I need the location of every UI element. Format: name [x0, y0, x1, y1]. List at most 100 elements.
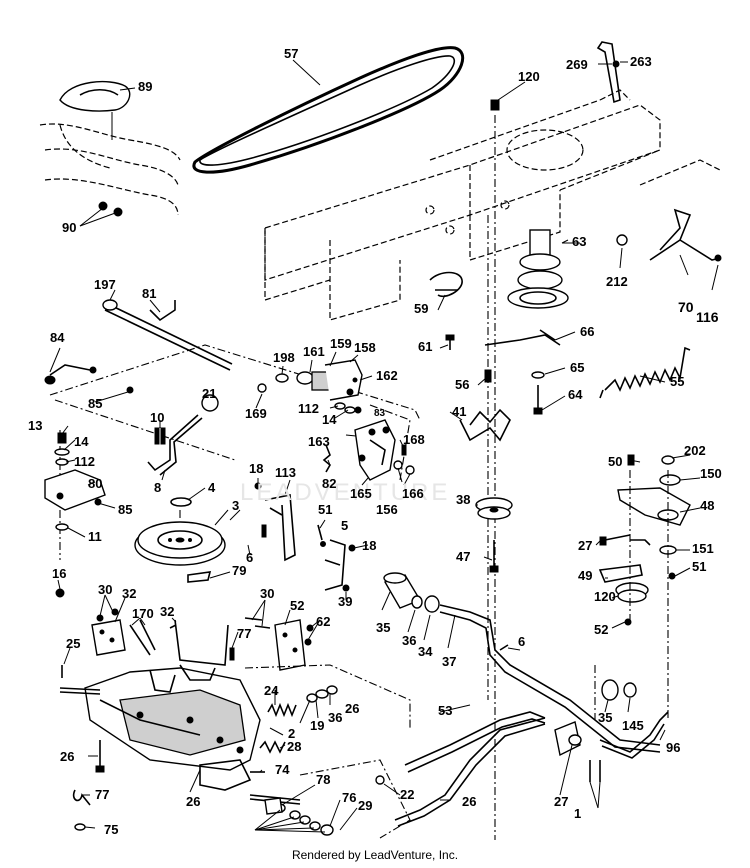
part-label: 65: [570, 360, 584, 375]
part-label: 163: [308, 434, 330, 449]
part-label: 26: [186, 794, 200, 809]
part-labels: 57 89 120 269 263 90 63 212 70 116 197 8…: [28, 46, 722, 837]
part-label: 27: [554, 794, 568, 809]
part-label: 166: [402, 486, 424, 501]
part-label: 28: [287, 739, 301, 754]
spring-82: [322, 444, 332, 473]
part-label: 64: [568, 387, 583, 402]
washer-26: [74, 823, 86, 831]
part-label: 59: [414, 301, 428, 316]
part-label: 6: [518, 634, 525, 649]
pivot-assembly: [257, 359, 363, 401]
fasteners-166: [393, 444, 415, 475]
footer-credit: Rendered by LeadVenture, Inc.: [291, 848, 459, 862]
part-label: 83: [374, 408, 386, 419]
part-label: 80: [88, 476, 102, 491]
part-label: 51: [318, 502, 332, 517]
part-label: 35: [598, 710, 612, 725]
part-label: 81: [142, 286, 156, 301]
part-label: 212: [606, 274, 628, 289]
part-label: 74: [275, 762, 290, 777]
part-label: 14: [322, 412, 337, 427]
part-label: 5: [341, 518, 348, 533]
part-label: 70: [678, 299, 694, 315]
brake-lever: [596, 41, 628, 104]
spacer-74: [264, 797, 283, 815]
part-label: 168: [403, 432, 425, 447]
part-label: 77: [95, 787, 109, 802]
part-label: 48: [700, 498, 714, 513]
part-label: 30: [260, 586, 274, 601]
washer-35: [411, 595, 423, 609]
part-label: 82: [322, 476, 336, 491]
part-label: 150: [700, 466, 722, 481]
drive-belt: [192, 46, 465, 174]
part-label: 21: [202, 386, 216, 401]
clip-59: [429, 271, 463, 298]
part-label: 162: [376, 368, 398, 383]
part-label: 49: [578, 568, 592, 583]
part-label: 269: [566, 57, 588, 72]
link-84: [44, 364, 97, 385]
washer-65: [531, 371, 545, 379]
part-label: 32: [160, 604, 174, 619]
part-label: 169: [245, 406, 267, 421]
washer-36: [424, 595, 440, 613]
part-label: 32: [122, 586, 136, 601]
engine-pulley: [487, 99, 569, 840]
part-label: 151: [692, 541, 714, 556]
part-label: 3: [232, 498, 239, 513]
part-label: 263: [630, 54, 652, 69]
part-label: 51: [692, 559, 706, 574]
leader-lines: [49, 59, 719, 833]
part-label: 56: [455, 377, 469, 392]
bracket-26: [554, 721, 601, 782]
part-label: 63: [572, 234, 586, 249]
part-label: 55: [670, 374, 684, 389]
seat-bolts: [79, 201, 123, 227]
part-label: 22: [400, 787, 414, 802]
part-label: 34: [418, 644, 433, 659]
part-label: 161: [303, 344, 325, 359]
part-label: 202: [684, 443, 706, 458]
clip-29: [375, 775, 385, 785]
reference-box-75: [299, 759, 411, 839]
part-label: 75: [104, 822, 118, 837]
part-label: 36: [402, 633, 416, 648]
part-label: 8: [154, 480, 161, 495]
pin-96: [72, 789, 91, 806]
bracket-170: [169, 619, 229, 666]
part-label: 197: [94, 277, 116, 292]
part-label: 11: [88, 529, 102, 544]
rod-53: [599, 711, 669, 759]
spring-2: [259, 740, 286, 754]
part-label: 120: [518, 69, 540, 84]
part-label: 24: [264, 683, 279, 698]
brake-rod-34: [439, 604, 661, 753]
washer-35-right: [623, 682, 637, 698]
part-label: 25: [66, 636, 80, 651]
part-label: 53: [438, 703, 452, 718]
key-79: [187, 571, 212, 583]
part-label: 170: [132, 606, 154, 621]
part-label: 62: [316, 614, 330, 629]
washer-36-right: [601, 679, 619, 701]
part-label: 96: [666, 740, 680, 755]
bracket-41: [459, 408, 511, 442]
part-label: 1: [574, 806, 581, 821]
part-label: 10: [150, 410, 164, 425]
plate-30-right: [244, 617, 314, 671]
bolt-61: [445, 334, 455, 350]
part-label: 26: [60, 749, 74, 764]
part-label: 18: [249, 461, 263, 476]
bolt-145: [95, 740, 105, 773]
part-label: 35: [376, 620, 390, 635]
part-label: 19: [310, 718, 324, 733]
part-label: 84: [50, 330, 65, 345]
part-label: 37: [442, 654, 456, 669]
bolt-85: [126, 386, 134, 394]
idler-bracket-48: [598, 454, 691, 720]
idler-arm-66: [484, 329, 561, 346]
part-label: 47: [456, 549, 470, 564]
